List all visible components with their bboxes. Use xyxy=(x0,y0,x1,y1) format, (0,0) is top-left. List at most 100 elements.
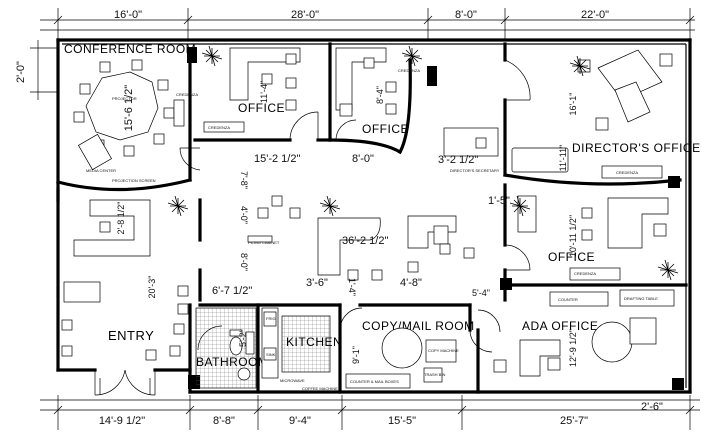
ada-office: ADA OFFICE COUNTER DRAFTING TABLE 12'-9 … xyxy=(238,289,675,377)
credenza-off2-note: CREDENZA xyxy=(398,68,420,73)
drafting-table xyxy=(619,289,675,307)
copy-room-label: COPY/MAIL ROOM xyxy=(362,319,475,333)
credenza-dir-note: CREDENZA xyxy=(616,170,638,175)
bottom-dim-2: 8'-8" xyxy=(213,415,235,427)
filing-cabinet-note: FILING CABINET xyxy=(248,240,280,245)
media-center-note: MEDIA CENTER xyxy=(86,168,116,173)
bathroom-label: BATHROOM xyxy=(196,355,268,369)
right-dim: 2'-6" xyxy=(641,401,663,413)
office-2-desk xyxy=(335,47,387,111)
ada-desk xyxy=(519,339,561,377)
plant-icon xyxy=(569,55,591,77)
d-3-6: 3'-6" xyxy=(306,277,328,289)
office-2: OFFICE CREDENZA 8'-4" xyxy=(335,47,420,136)
d-20-3: 20'-3" xyxy=(147,276,157,299)
conf-dim: 15'-6 1/2" xyxy=(123,85,135,131)
credenza-off1-note: CREDENZA xyxy=(208,125,230,130)
kitchen-floor xyxy=(281,315,331,373)
entry-area: ENTRY 2'-8 1/2" 20'-3" xyxy=(61,199,189,361)
corr1-dim: 15'-2 1/2" xyxy=(254,153,300,165)
copy-machine xyxy=(425,339,457,363)
media-center xyxy=(77,133,113,171)
top-dim-1: 16'-0" xyxy=(114,9,142,21)
projector-note: PROJECTOR xyxy=(112,96,137,101)
top-dimension-line: 16'-0" 28'-0" 8'-0" 22'-0" xyxy=(40,8,695,40)
waiting-chairs xyxy=(61,285,189,361)
credenza-conf-note: CREDENZA xyxy=(176,92,198,97)
office-3-dim: 10'-11 1/2" xyxy=(568,215,578,257)
corr3-dim: 3'-2 1/2" xyxy=(438,154,478,166)
entry-table xyxy=(63,281,101,303)
door-swings xyxy=(94,59,531,396)
director-desk xyxy=(597,49,663,101)
office-2-dim: 8'-4" xyxy=(375,86,385,104)
d-2-8: 2'-8 1/2" xyxy=(116,202,126,235)
office-1-desk xyxy=(229,47,301,101)
d-1-5: 1'-5" xyxy=(488,195,510,207)
d-8-0: 8'-0" xyxy=(239,253,249,271)
bottom-dim-1: 14'-9 1/2" xyxy=(99,415,145,427)
mail-counter xyxy=(345,373,411,389)
top-dim-2: 28'-0" xyxy=(291,9,319,21)
entry-reception-desk xyxy=(73,199,151,257)
frig-note: FRIG xyxy=(266,316,276,321)
plant-icon xyxy=(201,45,223,67)
copy-mail-room: COPY/MAIL ROOM COUNTER & MAIL BOXES COPY… xyxy=(345,319,475,389)
conf-credenza xyxy=(173,99,185,127)
reception-desk xyxy=(407,215,457,249)
copy-machine-note: COPY MACHINE xyxy=(428,348,459,353)
office-1-dim: 11'-4" xyxy=(259,81,269,103)
office-3-sofa xyxy=(517,195,537,233)
directors-office: DIRECTOR'S OFFICE CREDENZA 16'-1" 11'-11… xyxy=(511,49,701,179)
left-dim: 2'-0" xyxy=(15,61,27,83)
office-1-label: OFFICE xyxy=(238,101,285,115)
conference-table xyxy=(85,71,159,141)
credenza-off3-note: CREDENZA xyxy=(574,271,596,276)
office-1: OFFICE CREDENZA 11'-4" xyxy=(203,47,301,133)
bottom-dimension-line: 14'-9 1/2" 8'-8" 9'-4" 15'-5" 25'-7" 2'-… xyxy=(40,395,700,430)
conference-room: CONFERENCE ROOM 15'-6 1/2" PROJECTOR CRE… xyxy=(64,42,198,183)
d-7-8: 7'-8" xyxy=(239,171,249,189)
director-dim: 16'-1" xyxy=(568,93,578,116)
ada-office-label: ADA OFFICE xyxy=(522,319,598,333)
office-3: OFFICE CREDENZA 10'-11 1/2" 1'-5" xyxy=(488,195,669,281)
bathroom-sink xyxy=(237,367,251,381)
d-36: 36'-2 1/2" xyxy=(342,235,388,247)
entry-label: ENTRY xyxy=(108,328,154,343)
d-4-8: 4'-8" xyxy=(400,277,422,289)
d-1-4: 1'-4" xyxy=(347,278,357,296)
office-3-desk xyxy=(607,197,669,249)
directors-office-label: DIRECTOR'S OFFICE xyxy=(572,141,701,155)
copy-table xyxy=(381,327,423,369)
secretary-note: DIRECTOR'S SECRETARY xyxy=(450,168,500,173)
coffee-machine-note: COFFEE MACHINE xyxy=(302,386,338,391)
trash-bin-note: TRASH BIN xyxy=(424,372,445,377)
conference-room-label: CONFERENCE ROOM xyxy=(64,42,196,56)
toilet xyxy=(229,336,243,356)
plant-icon xyxy=(167,195,189,217)
ada-round-table xyxy=(591,321,633,363)
d-4-0: 4'-0" xyxy=(239,206,249,224)
top-dim-3: 8'-0" xyxy=(455,9,477,21)
bottom-dim-4: 15'-5" xyxy=(388,415,416,427)
plant-icons xyxy=(167,45,679,281)
central-workspace: 15'-2 1/2" 8'-0" 36'-2 1/2" 7'-8" 4'-0" … xyxy=(212,153,490,298)
bottom-dim-5: 25'-7" xyxy=(560,415,588,427)
left-dimension: 2'-0" xyxy=(15,40,58,100)
secretary-desk xyxy=(443,127,499,157)
bottom-dim-3: 9'-4" xyxy=(289,415,311,427)
office-1-credenza xyxy=(203,121,245,133)
director-dim-2: 11'-11" xyxy=(558,145,568,172)
kitchen-sink xyxy=(263,347,277,361)
corr2-dim: 8'-0" xyxy=(352,153,374,165)
office-2-label: OFFICE xyxy=(362,122,409,136)
office-3-credenza xyxy=(569,267,621,281)
interior-walls xyxy=(56,42,688,394)
plant-icon xyxy=(319,195,341,217)
plant-icon xyxy=(509,195,531,217)
drafting-table-note: DRAFTING TABLE xyxy=(624,296,658,301)
frig xyxy=(263,311,277,327)
secretary-area: DIRECTOR'S SECRETARY 3'-2 1/2" xyxy=(438,127,500,173)
counter-mail-note: COUNTER & MAIL BOXES xyxy=(350,379,399,384)
